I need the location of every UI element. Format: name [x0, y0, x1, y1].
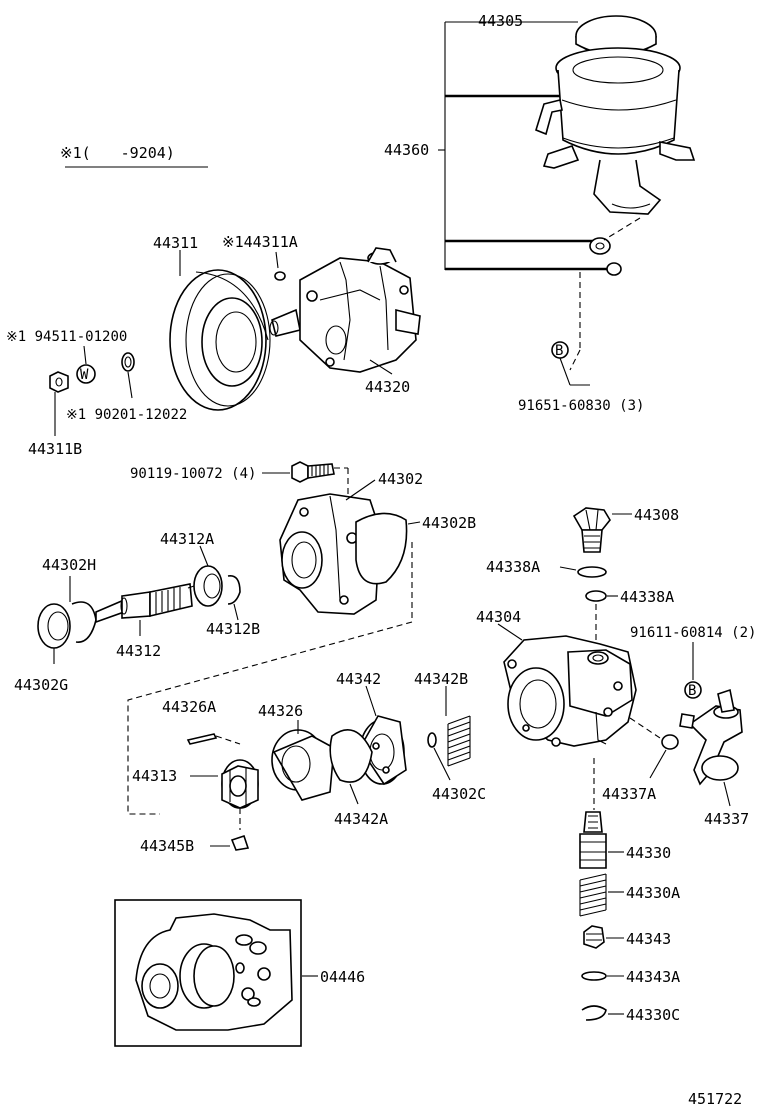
outlet-fitting-44337 — [679, 688, 743, 786]
bolt-marker-b-2: B — [688, 683, 696, 699]
label-44302: 44302 — [378, 470, 423, 488]
label-44345B: 44345B — [140, 837, 194, 855]
label-44337: 44337 — [704, 810, 749, 828]
label-44338A-2: 44338A — [620, 588, 674, 606]
rotor-44313 — [221, 759, 259, 809]
label-44326: 44326 — [258, 702, 303, 720]
label-44313: 44313 — [132, 767, 177, 785]
gasket-kit-box — [114, 899, 302, 1047]
bolt-90119 — [291, 461, 335, 483]
o-ring-44302C — [427, 732, 437, 748]
label-44305: 44305 — [478, 12, 523, 30]
label-44311A: ※144311A — [222, 233, 298, 251]
label-44330A: 44330A — [626, 884, 680, 902]
label-90201-12022: ※1 90201-12022 — [66, 407, 187, 423]
label-44326A: 44326A — [162, 698, 216, 716]
rear-housing-44302 — [279, 493, 381, 615]
washer-90201 — [121, 352, 135, 372]
label-44343: 44343 — [626, 930, 671, 948]
washer-marker-w: W — [80, 367, 89, 383]
label-44342B: 44342B — [414, 670, 468, 688]
o-ring-44337A — [661, 734, 679, 750]
gasket-44302B — [355, 512, 408, 585]
key-44311A — [274, 271, 286, 281]
label-44312: 44312 — [116, 642, 161, 660]
label-44312A: 44312A — [160, 530, 214, 548]
bolt-marker-b: B — [555, 343, 563, 359]
spring-44330A — [579, 873, 607, 917]
seal-44302G — [37, 603, 71, 649]
valve-44330 — [579, 811, 607, 869]
label-44302G: 44302G — [14, 676, 68, 694]
plug-44343 — [583, 925, 605, 949]
label-44311B: 44311B — [28, 440, 82, 458]
label-44312B: 44312B — [206, 620, 260, 638]
note-range: ※1( -9204) — [60, 144, 175, 162]
label-44302H: 44302H — [42, 556, 96, 574]
vane-44345B — [230, 834, 250, 851]
label-44308: 44308 — [634, 506, 679, 524]
o-ring-44343A — [581, 971, 607, 981]
label-44342A: 44342A — [334, 810, 388, 828]
nut-44311B — [49, 371, 69, 393]
bearing-44312A — [187, 565, 223, 607]
label-44302C: 44302C — [432, 785, 486, 803]
o-ring-44342A — [329, 729, 373, 783]
label-04446: 04446 — [320, 968, 365, 986]
shaft-44312 — [95, 583, 193, 624]
label-44337A: 44337A — [602, 785, 656, 803]
pulley — [169, 269, 271, 411]
reservoir-tank — [535, 47, 696, 215]
label-44302B: 44302B — [422, 514, 476, 532]
pressure-plate-44342 — [359, 715, 407, 786]
label-44360: 44360 — [384, 141, 429, 159]
label-44304: 44304 — [476, 608, 521, 626]
label-44320: 44320 — [365, 378, 410, 396]
snap-ring-44312B — [227, 575, 241, 605]
o-ring-44338A-2 — [585, 590, 607, 602]
cam-ring-44326 — [271, 729, 335, 801]
label-91611-60814: 91611-60814 (2) — [630, 625, 756, 641]
label-91651-60830: 91651-60830 (3) — [518, 398, 644, 414]
snap-ring-44302H — [71, 601, 97, 643]
reservoir-grommet — [589, 237, 622, 276]
union-44308 — [572, 507, 611, 553]
pump-assembly — [269, 247, 421, 373]
label-94511-01200: ※1 94511-01200 — [6, 329, 127, 345]
label-90119-10072: 90119-10072 (4) — [130, 466, 256, 482]
front-housing-44304 — [503, 635, 637, 747]
o-ring-44338A-1 — [577, 566, 607, 578]
spring-44342B — [447, 715, 471, 767]
diagram-number: 451722 — [688, 1090, 742, 1108]
washer-w — [76, 364, 96, 384]
label-44330: 44330 — [626, 844, 671, 862]
label-44338A-1: 44338A — [486, 558, 540, 576]
snap-ring-44330C — [581, 1005, 607, 1021]
reservoir-group: B — [438, 15, 696, 386]
label-44330C: 44330C — [626, 1006, 680, 1024]
label-44342: 44342 — [336, 670, 381, 688]
pin-44326A — [186, 733, 218, 745]
label-44343A: 44343A — [626, 968, 680, 986]
label-44311: 44311 — [153, 234, 198, 252]
